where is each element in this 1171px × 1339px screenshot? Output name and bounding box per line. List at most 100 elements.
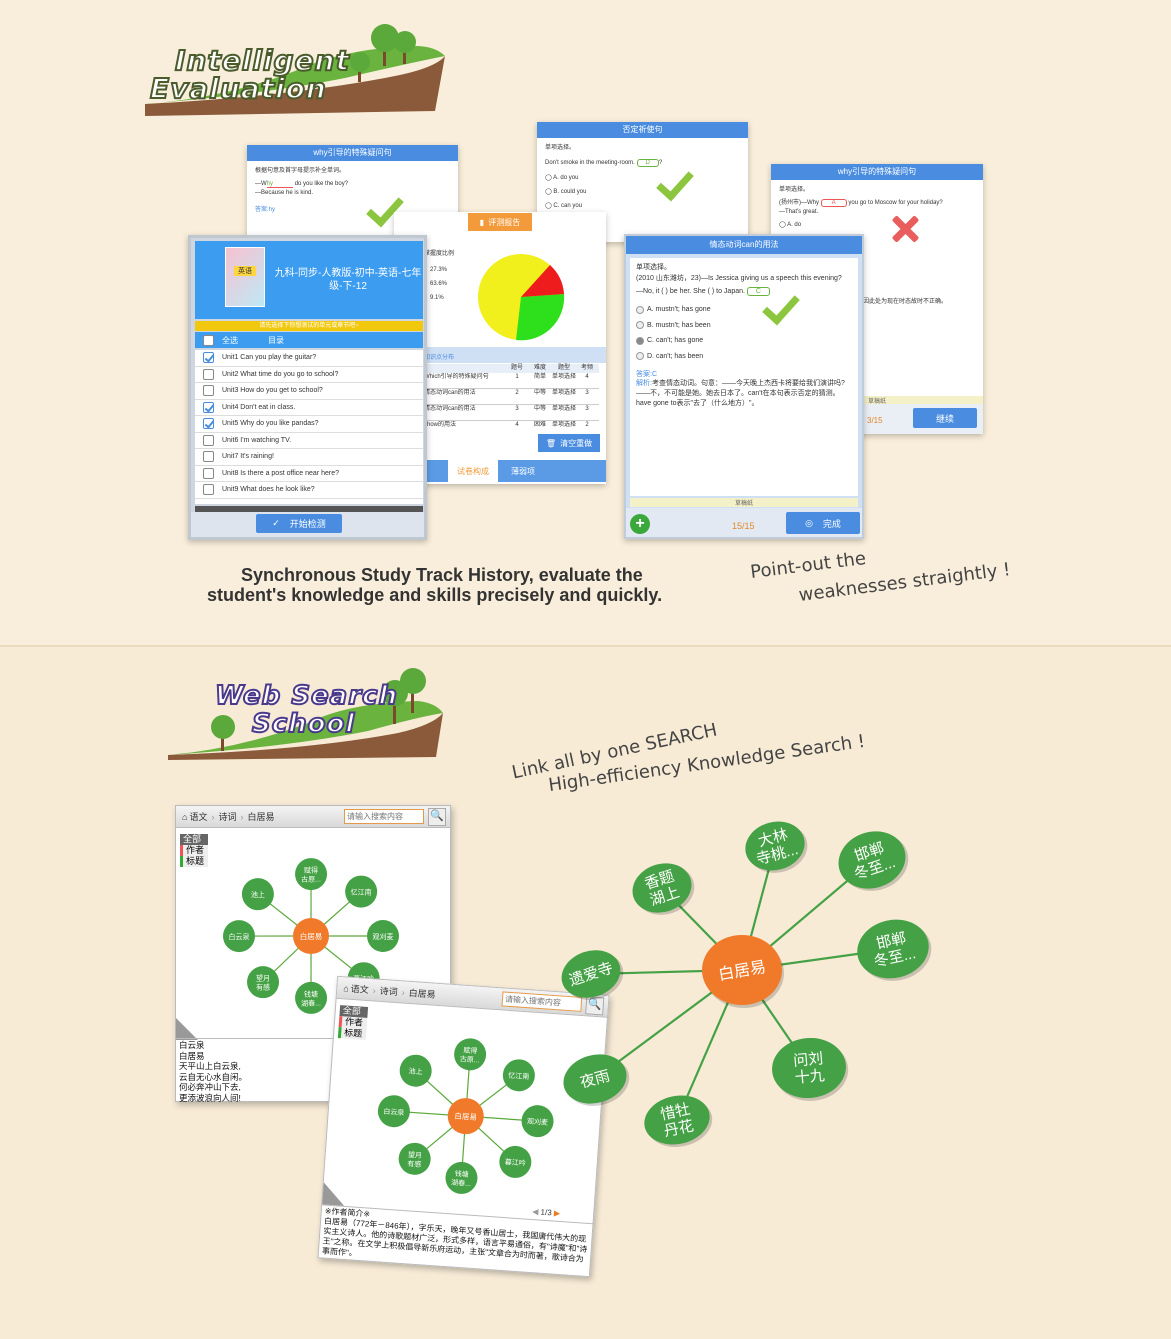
check-icon: ✓ (272, 518, 280, 528)
start-test-button[interactable]: ✓开始检测 (256, 514, 342, 533)
map-node[interactable] (640, 1090, 715, 1151)
filter-all[interactable]: 全部 (180, 834, 208, 845)
map-node[interactable] (223, 920, 256, 953)
map-node[interactable] (367, 920, 399, 952)
instruction: 根据句意及首字母提示补全单词。 (255, 168, 346, 174)
pct-2: 63.6% (430, 281, 448, 287)
section-title-line2: School (251, 708, 356, 740)
unit-checkbox[interactable] (203, 385, 214, 397)
map-node[interactable] (295, 981, 328, 1014)
map-node[interactable] (740, 815, 810, 877)
card-title: 否定祈使句 (537, 122, 748, 138)
map-node[interactable] (377, 1094, 411, 1128)
filter-author[interactable]: 作者 (180, 845, 208, 856)
option-a[interactable]: ◯ A. do (779, 222, 802, 228)
unit-row[interactable]: Unit9 What does he look like? (195, 482, 423, 499)
unit-row[interactable]: Unit8 Is there a post office near here? (195, 466, 423, 482)
filter-title[interactable]: 标题 (180, 856, 208, 867)
star-icon[interactable] (322, 1182, 346, 1206)
breadcrumb-3[interactable]: 白居易 (247, 812, 275, 822)
breadcrumb-2[interactable]: 诗词 (379, 985, 399, 998)
breadcrumb-1[interactable]: 语文 (350, 983, 370, 996)
home-icon[interactable]: ⌂ (182, 811, 188, 822)
map-node[interactable] (398, 1142, 432, 1176)
option-label: B. mustn't; has been (647, 321, 711, 329)
unit-checkbox[interactable] (203, 451, 214, 463)
unit-row[interactable]: Unit2 What time do you go to school? (195, 367, 423, 383)
clear-redo-button[interactable]: 🗑清空重做 (538, 434, 600, 452)
unit-row[interactable]: Unit7 It's raining! (195, 449, 423, 466)
map-node[interactable] (295, 858, 328, 891)
map-center-node[interactable] (702, 935, 782, 1005)
radio-icon[interactable] (636, 305, 644, 314)
tab-composition[interactable]: 试卷构成 (448, 460, 498, 482)
map-node[interactable] (831, 823, 913, 897)
search-input[interactable] (344, 809, 424, 824)
map-node[interactable] (247, 966, 280, 999)
done-button[interactable]: ◎完成 (786, 512, 860, 534)
search-icon[interactable]: 🔍 (428, 807, 446, 826)
continue-button[interactable]: 继续 (913, 408, 977, 428)
map-node[interactable] (852, 913, 934, 985)
mind-map-large: 香题湖上大林寺桃...邯郸冬至...邯郸冬至...遗爱寺夜雨惜牡丹花问刘十九白居… (555, 815, 934, 1151)
map-node[interactable] (626, 856, 698, 920)
tab-weak-points[interactable]: 薄弱项 (511, 466, 535, 476)
map-node-label: 池上 (408, 1066, 423, 1076)
map-node[interactable] (498, 1145, 532, 1179)
unit-row[interactable]: Unit6 I'm watching TV. (195, 433, 423, 449)
option-item[interactable]: D. can't; has been (636, 349, 852, 365)
radio-icon[interactable] (636, 321, 644, 330)
unit-row[interactable]: Unit5 Why do you like pandas? (195, 416, 423, 433)
select-all-checkbox[interactable] (203, 334, 214, 346)
unit-checkbox[interactable] (203, 368, 214, 380)
map-node[interactable] (453, 1037, 487, 1071)
map-node[interactable] (444, 1161, 478, 1195)
option-b[interactable]: ◯ B. could you (545, 189, 587, 195)
unit-row[interactable]: Unit1 Can you play the guitar? (195, 350, 423, 367)
breadcrumb-2[interactable]: 诗词 (218, 812, 237, 822)
next-icon[interactable]: ▶ (553, 1208, 561, 1218)
map-node[interactable] (345, 875, 378, 908)
unit-checkbox[interactable] (203, 484, 214, 496)
prev-icon[interactable]: ◀ (531, 1207, 539, 1217)
option-a[interactable]: ◯ A. do you (545, 175, 579, 181)
map-node[interactable] (555, 943, 626, 1005)
unit-checkbox[interactable] (203, 352, 214, 364)
breadcrumb-1[interactable]: 语文 (189, 812, 208, 822)
draft-bar: 草稿纸 (771, 396, 983, 405)
unit-checkbox[interactable] (203, 434, 214, 446)
option-item[interactable]: A. mustn't; has gone (636, 302, 852, 318)
unit-checkbox[interactable] (203, 467, 214, 479)
map-node[interactable] (399, 1054, 433, 1088)
breadcrumb-3[interactable]: 白居易 (408, 987, 436, 1000)
option-c[interactable]: ◯ C. can you (545, 203, 583, 209)
unit-checkbox[interactable] (203, 418, 214, 430)
map-node[interactable] (558, 1048, 632, 1111)
question-text: (2010 山东潍坊，23)—Is Jessica giving us a sp… (636, 275, 842, 282)
home-icon[interactable]: ⌂ (343, 982, 350, 994)
legend-title: 掌握度比例 (424, 251, 455, 257)
star-icon[interactable] (176, 1018, 198, 1040)
book-cover: 英语 (225, 247, 265, 307)
unit-checkbox[interactable] (203, 401, 214, 413)
option-item[interactable]: B. mustn't; has been (636, 318, 852, 334)
map-node[interactable] (770, 1035, 849, 1101)
map-node[interactable] (502, 1058, 536, 1092)
unit-row[interactable]: Unit3 How do you get to school? (195, 383, 423, 400)
question-end: ? (658, 160, 663, 166)
filter-title[interactable]: 标题 (337, 1027, 367, 1040)
add-button[interactable]: + (630, 514, 650, 534)
map-node[interactable] (520, 1104, 554, 1138)
radio-icon[interactable] (636, 336, 644, 345)
trash-icon: 🗑 (545, 438, 557, 448)
map-center-node[interactable] (447, 1097, 485, 1135)
radio-icon[interactable] (636, 352, 644, 361)
unit-row[interactable]: Unit4 Don't eat in class. (195, 400, 423, 416)
map-node-label: 观刈麦 (527, 1116, 549, 1126)
map-center-node[interactable] (293, 918, 329, 954)
map-node[interactable] (241, 878, 274, 911)
option-item[interactable]: C. can't; has gone (636, 333, 852, 349)
text-line2: —Because he is kind. (255, 190, 314, 196)
option-label: C. can't; has gone (647, 337, 704, 344)
section-description: Synchronous Study Track History, evaluat… (207, 565, 663, 605)
